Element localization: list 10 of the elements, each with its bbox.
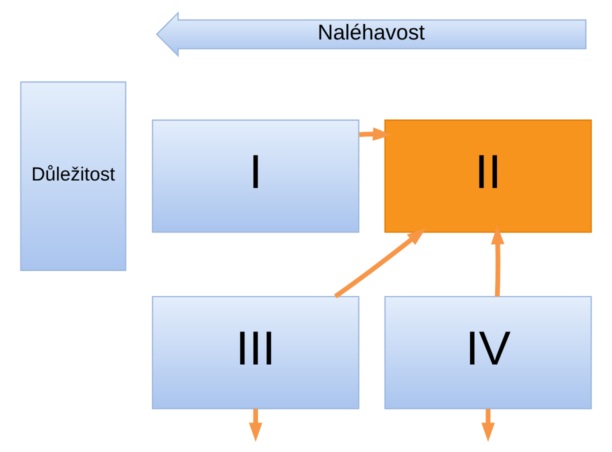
node-box: Důležitost [20,81,126,271]
node-box: IV [384,296,592,410]
node-box: II [384,120,592,233]
arrow [491,225,504,296]
node-box: I [152,120,360,233]
node-box: III [152,296,360,410]
arrow [481,408,495,442]
arrow [334,228,426,298]
arrow [248,408,262,442]
arrow [358,127,392,141]
